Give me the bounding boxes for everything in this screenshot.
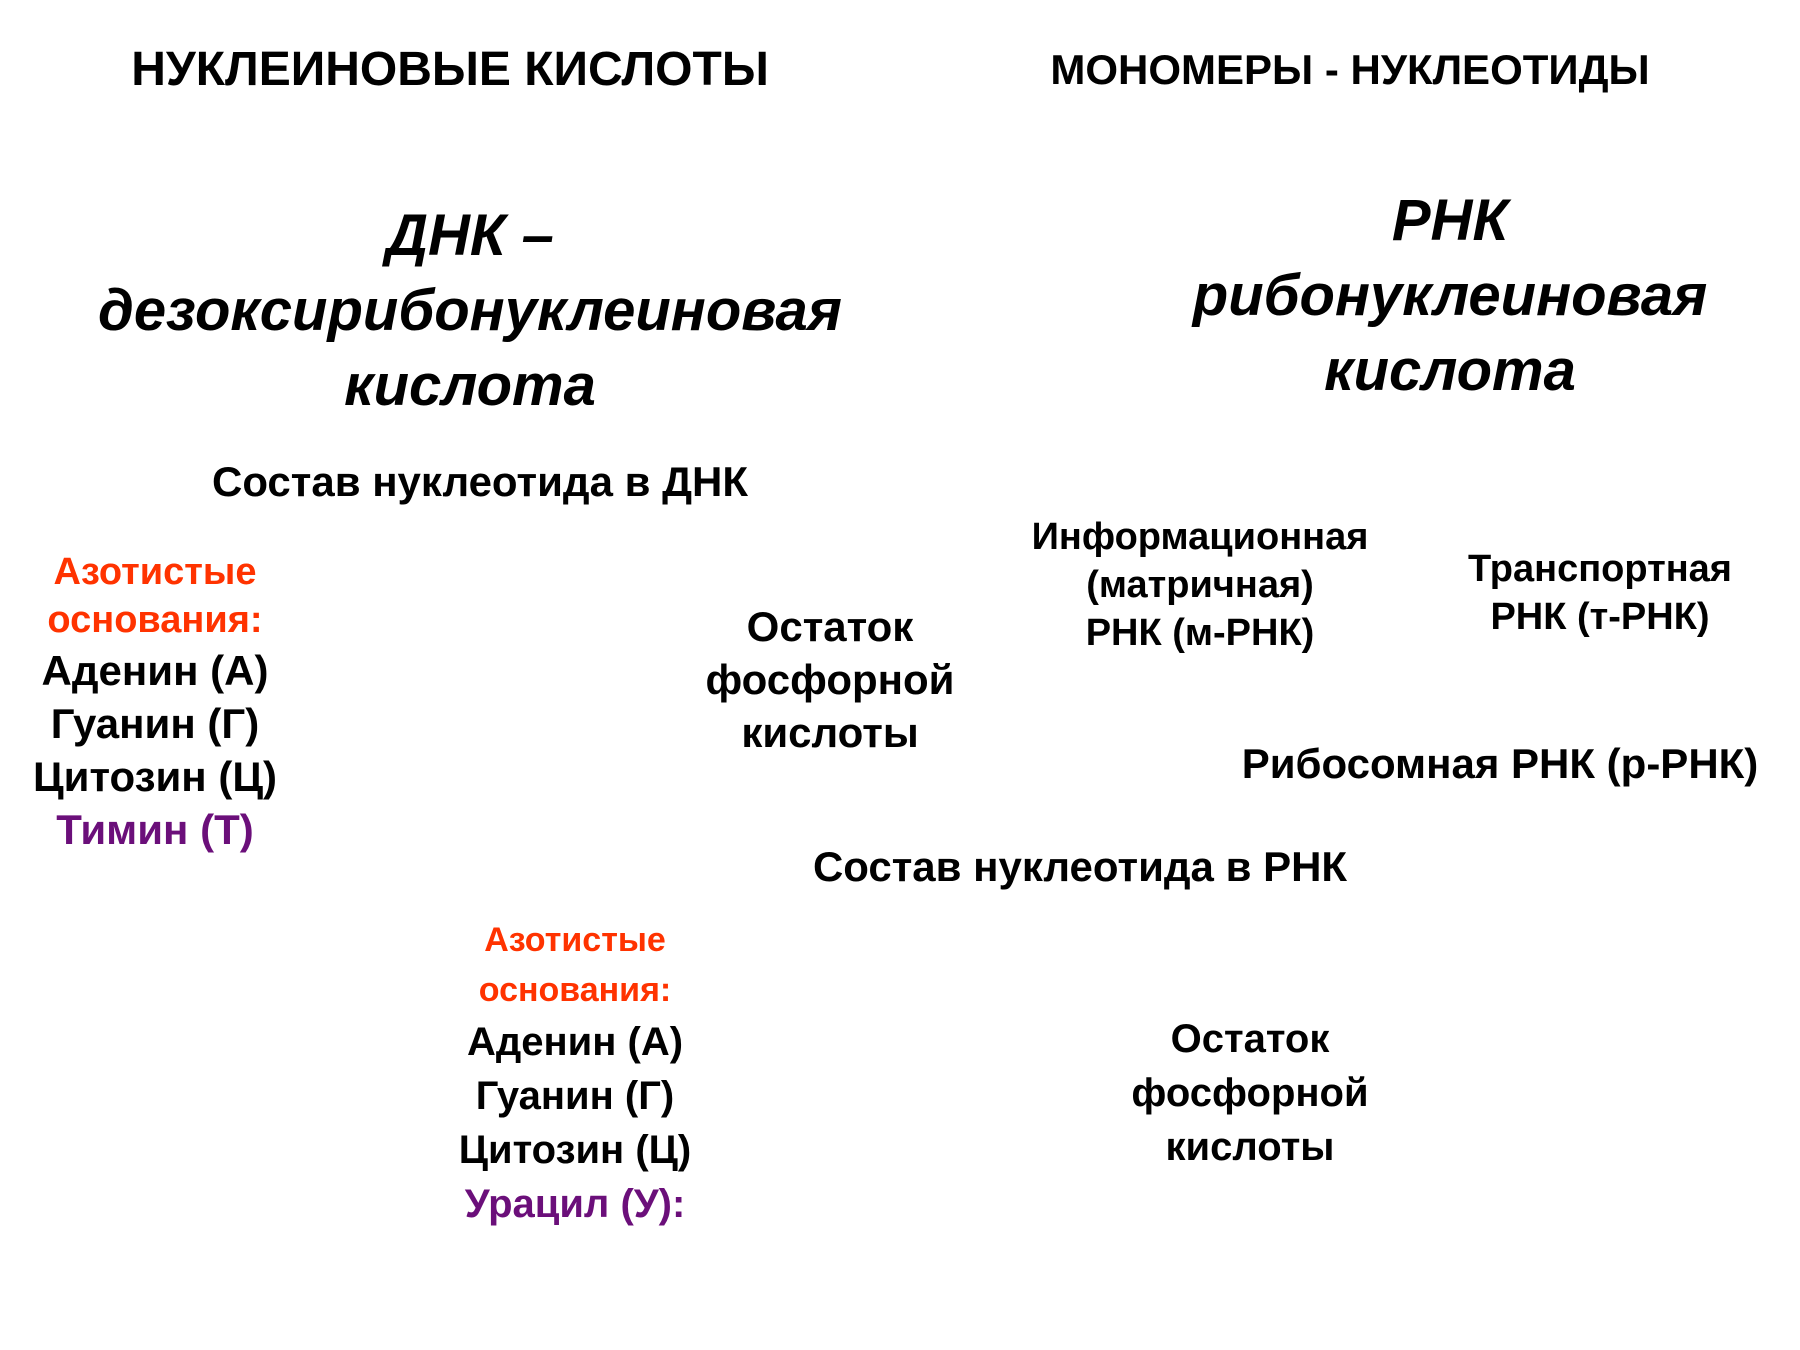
rrna-label: Рибосомная РНК (р-РНК) — [1241, 740, 1759, 787]
dna-phosphate-label: Остаток фосфорной кислоты — [650, 600, 1010, 759]
dna-bases-header: Азотистые — [53, 551, 257, 593]
trna-label-line: РНК (т-РНК) — [1490, 596, 1710, 638]
dna-title-line: дезоксирибонуклеиновая — [98, 278, 842, 343]
main-title: НУКЛЕИНОВЫЕ КИСЛОТЫ — [131, 43, 769, 96]
monomers-title: МОНОМЕРЫ - НУКЛЕОТИДЫ — [1050, 46, 1650, 93]
rna-title-line: рибонуклеиновая — [1192, 263, 1708, 328]
dna-composition-title: Состав нуклеотида в ДНК — [211, 458, 748, 505]
dna-phosphate-line: Остаток — [746, 603, 914, 650]
rna-title: РНК рибонуклеиновая кислота — [1150, 183, 1750, 408]
rna-phosphate-line: Остаток — [1170, 1017, 1330, 1061]
dna-base-item: Аденин (А) — [41, 647, 269, 694]
rna-title-line: РНК — [1391, 188, 1509, 253]
dna-bases-list: Азотистые основания: Аденин (А) Гуанин (… — [0, 548, 310, 856]
trna-label-line: Транспортная — [1468, 548, 1732, 590]
dna-phosphate-line: кислоты — [741, 709, 919, 756]
rna-phosphate-line: фосфорной — [1131, 1071, 1369, 1115]
mrna-label-line: Информационная — [1031, 516, 1369, 558]
dna-title: ДНК – дезоксирибонуклеиновая кислота — [60, 198, 880, 423]
rna-base-item: Цитозин (Ц) — [458, 1128, 692, 1172]
rna-bases-header: основания: — [478, 971, 672, 1009]
dna-special-base: Тимин (Т) — [56, 806, 254, 853]
rna-bases-list: Азотистые основания: Аденин (А) Гуанин (… — [410, 915, 740, 1231]
rna-composition-title: Состав нуклеотида в РНК — [812, 843, 1348, 890]
dna-base-item: Гуанин (Г) — [50, 700, 260, 747]
mrna-label-line: (матричная) — [1086, 564, 1314, 606]
mrna-label-line: РНК (м-РНК) — [1085, 612, 1315, 654]
rna-base-item: Аденин (А) — [466, 1020, 684, 1064]
rna-title-line: кислота — [1324, 338, 1576, 403]
rna-bases-header: Азотистые — [484, 921, 666, 959]
rna-base-item: Гуанин (Г) — [475, 1074, 675, 1118]
rna-phosphate-label: Остаток фосфорной кислоты — [1100, 1012, 1400, 1174]
dna-title-line: ДНК – — [386, 203, 554, 268]
rna-special-base: Урацил (У): — [464, 1182, 686, 1226]
dna-base-item: Цитозин (Ц) — [32, 753, 277, 800]
rna-phosphate-line: кислоты — [1165, 1125, 1335, 1169]
dna-title-line: кислота — [344, 353, 596, 418]
dna-bases-header: основания: — [47, 599, 263, 641]
dna-phosphate-line: фосфорной — [705, 656, 955, 703]
trna-label: Транспортная РНК (т-РНК) — [1440, 545, 1760, 641]
mrna-label: Информационная (матричная) РНК (м-РНК) — [1000, 513, 1400, 657]
